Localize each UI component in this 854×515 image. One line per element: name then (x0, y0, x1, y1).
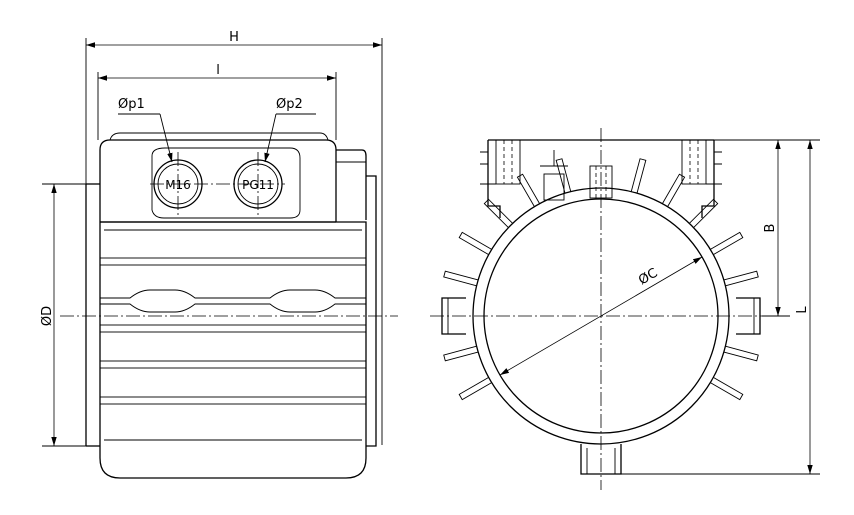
dimension-l-label: l (216, 63, 220, 78)
cooling-fin (516, 173, 540, 207)
housing-ring (472, 187, 730, 445)
dimension-c-label: ØC (636, 266, 660, 289)
cooling-fin (723, 345, 759, 362)
motor-body (85, 132, 377, 479)
dimension-b: B (714, 139, 790, 317)
side-view: ØC B L (430, 128, 820, 490)
side-flanges (441, 297, 761, 335)
dimension-d: ØD (40, 183, 100, 447)
cooling-fin (630, 158, 647, 194)
dimension-h: H (85, 30, 383, 445)
dimension-l-total: L (621, 139, 820, 475)
cooling-fin (443, 345, 479, 362)
cooling-fin (723, 270, 759, 287)
dimension-d-label: ØD (40, 306, 55, 326)
leader-p2: Øp2 (264, 97, 316, 163)
cooling-fin (710, 377, 744, 401)
cooling-fin (458, 377, 492, 401)
dimension-h-label: H (229, 30, 239, 45)
cooling-fin (458, 231, 492, 255)
bottom-foot (580, 444, 622, 475)
cooling-fin (555, 158, 572, 194)
cooling-fins-front (99, 257, 367, 441)
cooling-fin (710, 231, 744, 255)
label-p2: Øp2 (276, 97, 303, 112)
radial-fins (443, 158, 759, 401)
front-view: H l ØD (40, 30, 398, 479)
leader-p1: Øp1 (118, 97, 173, 163)
dimension-b-label: B (763, 224, 778, 233)
dimension-l-total-label: L (795, 306, 810, 314)
cooling-fin (443, 270, 479, 287)
label-p1: Øp1 (118, 97, 145, 112)
dimension-l: l (97, 63, 337, 140)
cooling-fin (662, 173, 686, 207)
terminal-box-top (480, 139, 722, 218)
